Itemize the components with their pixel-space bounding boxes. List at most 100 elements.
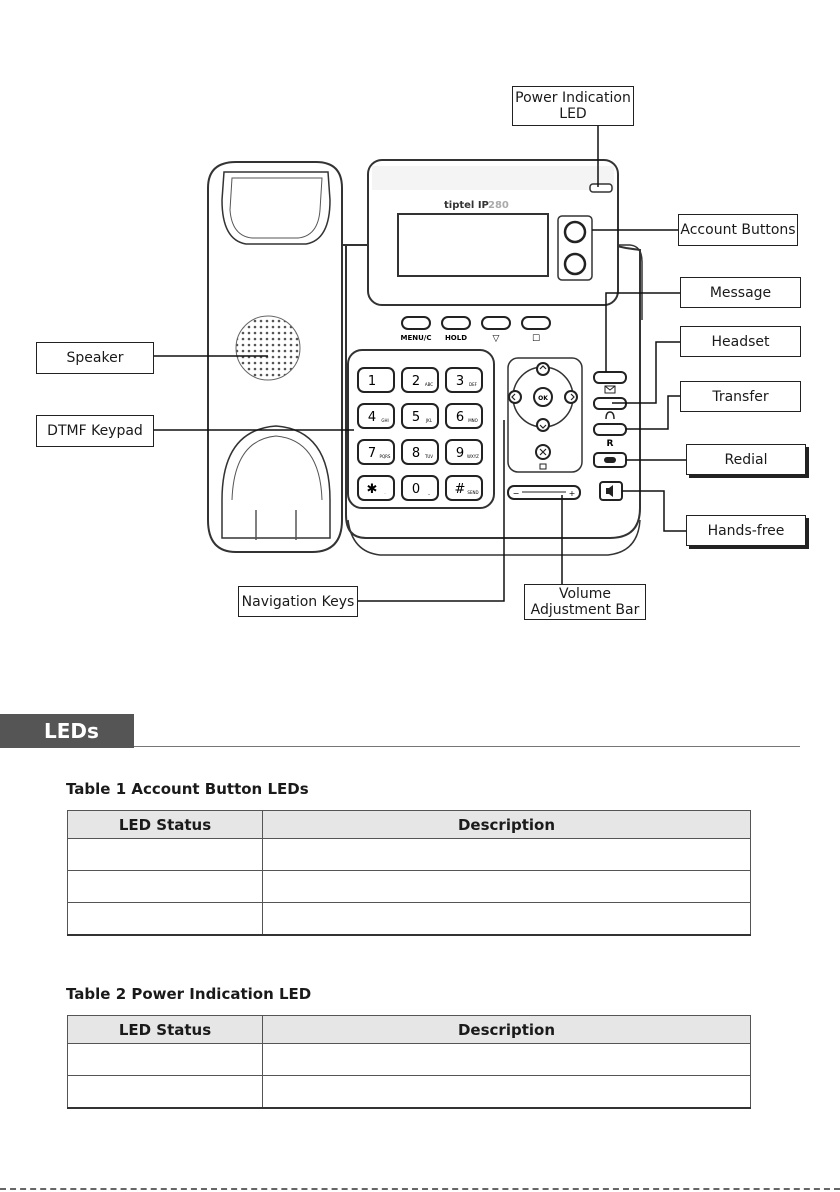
hold-key[interactable] <box>441 316 471 330</box>
table2: LED Status Description <box>67 1015 751 1109</box>
callout-power-line2: LED <box>559 106 587 122</box>
keypad-key-11[interactable]: #SEND <box>445 475 483 501</box>
up-arrow-key[interactable] <box>536 362 550 376</box>
table-row <box>67 1075 751 1109</box>
table2-header-status: LED Status <box>67 1015 263 1044</box>
callout-message: Message <box>680 277 801 308</box>
volume-minus-label: − <box>513 489 520 498</box>
table1-caption: Table 1 Account Button LEDs <box>66 780 309 798</box>
phone-base <box>340 244 643 556</box>
keypad-digit: 1 <box>368 374 376 389</box>
volume-plus-label: + <box>569 489 576 498</box>
table-row <box>67 1043 751 1076</box>
callout-transfer: Transfer <box>680 381 801 412</box>
table2-header-row: LED Status Description <box>67 1015 751 1044</box>
table1: LED Status Description <box>67 810 751 936</box>
callout-redial: Redial <box>686 444 806 475</box>
keypad-key-10[interactable]: 0_ <box>401 475 439 501</box>
message-key[interactable] <box>593 371 627 384</box>
section-divider <box>134 746 800 747</box>
table2-header-description: Description <box>262 1015 751 1044</box>
book-softkey[interactable] <box>521 316 551 330</box>
callout-speaker: Speaker <box>36 342 154 374</box>
callout-navigation-keys: Navigation Keys <box>238 586 358 617</box>
callout-headset: Headset <box>680 326 801 357</box>
table-row <box>67 838 751 871</box>
keypad-digit: 2 <box>412 374 420 389</box>
table1-cell-status <box>67 870 263 903</box>
keypad-letters: . <box>384 490 385 495</box>
keypad-key-0[interactable]: 1 <box>357 367 395 393</box>
keypad-letters: TUV <box>424 454 433 459</box>
callout-account-buttons: Account Buttons <box>678 214 798 246</box>
keypad-digit: 4 <box>368 410 376 425</box>
table-row <box>67 870 751 903</box>
speaker-grille <box>235 315 301 381</box>
keypad-letters: SEND <box>467 490 478 495</box>
hold-key-label: HOLD <box>445 334 467 342</box>
section-header: LEDs <box>0 714 800 748</box>
keypad-digit: 3 <box>456 374 464 389</box>
table1-header-row: LED Status Description <box>67 810 751 839</box>
navigation-cluster <box>507 357 583 473</box>
keypad-digit: 9 <box>456 446 464 461</box>
brand-label: tiptel IP <box>444 200 489 211</box>
callout-dtmf-keypad: DTMF Keypad <box>36 415 154 447</box>
table1-cell-status <box>67 838 263 871</box>
soft-keys <box>401 316 551 330</box>
keypad-digit: 7 <box>368 446 376 461</box>
keypad-letters: PQRS <box>380 454 391 459</box>
callout-power-line1: Power Indication <box>515 90 631 106</box>
down-arrow-key[interactable] <box>536 418 550 432</box>
table2-cell-description <box>262 1043 751 1076</box>
section-title: LEDs <box>0 714 134 748</box>
callout-power-indication-led: Power Indication LED <box>512 86 634 126</box>
table2-cell-description <box>262 1075 751 1109</box>
account-button-2[interactable] <box>563 252 587 276</box>
callout-volume-adjustment-bar: Volume Adjustment Bar <box>524 584 646 620</box>
brand-model: 280 <box>488 200 509 211</box>
menu-key[interactable] <box>401 316 431 330</box>
table-row <box>67 902 751 936</box>
table2-caption: Table 2 Power Indication LED <box>66 985 312 1003</box>
page-bottom-divider <box>0 1188 840 1190</box>
keypad-letters: JKL <box>425 418 433 423</box>
transfer-key[interactable] <box>593 423 627 436</box>
keypad-letters: _ <box>427 490 431 495</box>
table2-cell-status <box>67 1043 263 1076</box>
table1-cell-description <box>262 902 751 936</box>
display-unit <box>367 159 619 306</box>
lcd-screen <box>397 213 549 277</box>
left-arrow-key[interactable] <box>508 390 522 404</box>
keypad-digit: 5 <box>412 410 420 425</box>
callout-hands-free: Hands-free <box>686 515 806 546</box>
keypad-key-9[interactable]: ✱. <box>357 475 395 501</box>
leader-lines <box>154 124 686 602</box>
keypad-letters: ABC <box>425 382 433 387</box>
function-keys <box>593 371 627 501</box>
keypad-letters: GHI <box>381 418 388 423</box>
callout-volume-line2: Adjustment Bar <box>530 602 640 618</box>
keypad-digit: 8 <box>412 446 420 461</box>
ok-key[interactable] <box>533 387 553 407</box>
keypad-digit: ✱ <box>367 482 378 497</box>
right-arrow-key[interactable] <box>564 390 578 404</box>
account-button-1[interactable] <box>563 220 587 244</box>
keypad-letters: DEF <box>469 382 478 387</box>
callout-volume-line1: Volume <box>558 586 612 602</box>
keypad-digit: # <box>455 482 466 497</box>
down-softkey-label: ▽ <box>493 334 500 344</box>
table1-header-status: LED Status <box>67 810 263 839</box>
down-softkey[interactable] <box>481 316 511 330</box>
table1-cell-status <box>67 902 263 936</box>
